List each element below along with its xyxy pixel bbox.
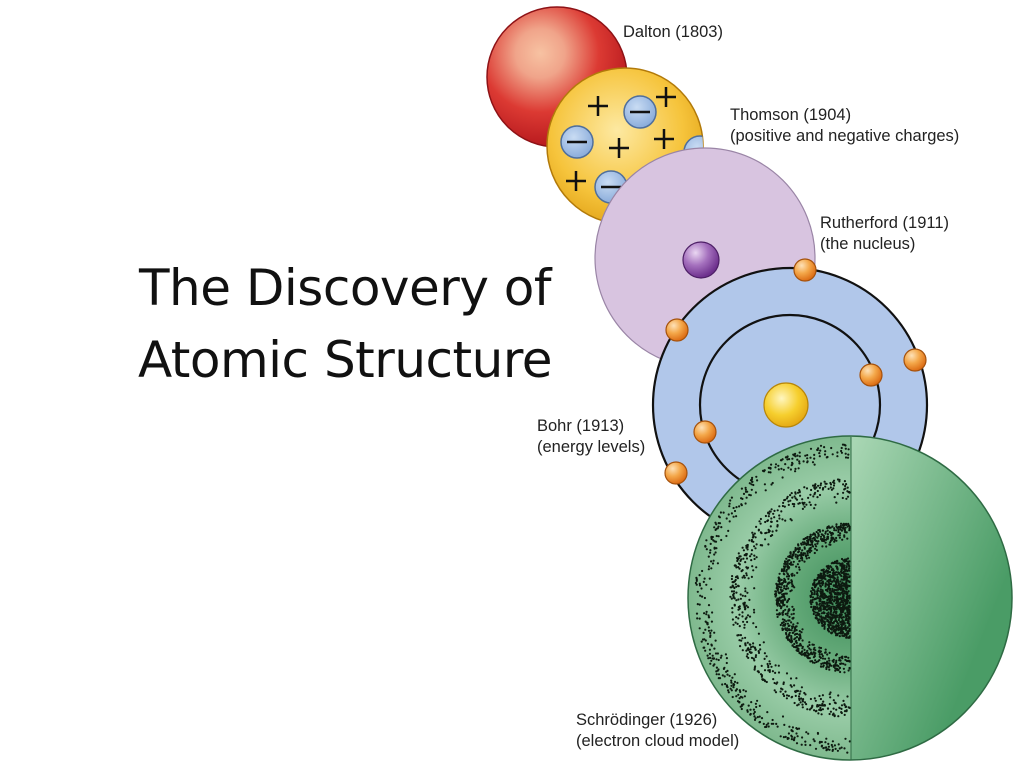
nucleus bbox=[763, 382, 809, 428]
title-line-2: Atomic Structure bbox=[137, 331, 553, 389]
electron bbox=[693, 420, 717, 444]
electron bbox=[859, 363, 883, 387]
nucleus bbox=[682, 241, 720, 279]
electron-cloud-dots bbox=[694, 443, 851, 754]
minus-charge-icon bbox=[560, 125, 594, 159]
plus-charge-icon bbox=[566, 171, 586, 191]
label-dalton-name: Dalton (1803) bbox=[623, 23, 723, 41]
label-rutherford: Rutherford (1911) (the nucleus) bbox=[820, 213, 949, 255]
label-thomson-desc: (positive and negative charges) bbox=[730, 127, 960, 145]
schrodinger-model-sphere bbox=[687, 435, 1013, 761]
plus-charge-icon bbox=[609, 138, 629, 158]
label-bohr-name: Bohr (1913) bbox=[537, 417, 625, 435]
plus-charge-icon bbox=[656, 87, 676, 107]
plus-charge-icon bbox=[588, 96, 608, 116]
label-schrodinger-desc: (electron cloud model) bbox=[576, 732, 740, 750]
minus-charge-icon bbox=[623, 95, 657, 129]
slide-title: The Discovery of Atomic Structure bbox=[90, 252, 600, 396]
plus-charge-icon bbox=[654, 129, 674, 149]
label-rutherford-name: Rutherford (1911) bbox=[820, 214, 950, 232]
label-bohr: Bohr (1913) (energy levels) bbox=[537, 416, 645, 458]
electron bbox=[664, 461, 688, 485]
label-schrodinger: Schrödinger (1926) (electron cloud model… bbox=[576, 710, 739, 752]
electron bbox=[665, 318, 689, 342]
electron bbox=[903, 348, 927, 372]
label-schrodinger-name: Schrödinger (1926) bbox=[576, 711, 718, 729]
label-thomson-name: Thomson (1904) bbox=[730, 106, 852, 124]
label-thomson: Thomson (1904) (positive and negative ch… bbox=[730, 105, 959, 147]
title-line-1: The Discovery of bbox=[139, 259, 552, 317]
label-dalton: Dalton (1803) bbox=[623, 22, 723, 43]
electron bbox=[793, 258, 817, 282]
label-bohr-desc: (energy levels) bbox=[537, 438, 646, 456]
label-rutherford-desc: (the nucleus) bbox=[820, 235, 916, 253]
